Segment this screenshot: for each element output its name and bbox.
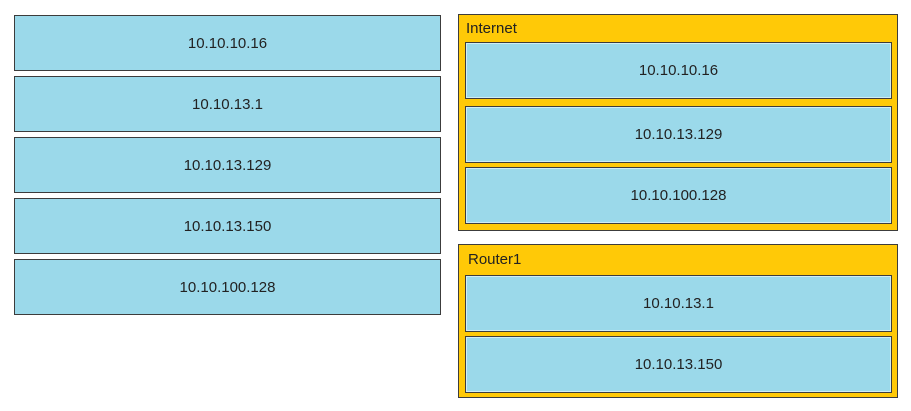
target-item-label: 10.10.100.128: [630, 187, 727, 204]
target-item-label: 10.10.13.129: [634, 126, 723, 143]
group-title: Router1: [468, 251, 522, 268]
target-item-label: 10.10.13.1: [643, 295, 714, 312]
source-item-10-10-13-1[interactable]: 10.10.13.1: [14, 76, 441, 132]
target-item-label: 10.10.13.150: [634, 356, 723, 373]
source-item-label: 10.10.13.129: [183, 156, 272, 174]
target-item-10-10-10-16[interactable]: 10.10.10.16: [465, 42, 892, 99]
group-title: Internet: [466, 20, 517, 37]
source-item-10-10-13-129[interactable]: 10.10.13.129: [14, 137, 441, 193]
source-item-10-10-13-150[interactable]: 10.10.13.150: [14, 198, 441, 254]
source-item-label: 10.10.13.150: [183, 217, 272, 235]
source-item-label: 10.10.100.128: [179, 278, 276, 296]
source-item-label: 10.10.13.1: [192, 95, 263, 113]
target-group-router1[interactable]: Router1 10.10.13.1 10.10.13.150: [458, 244, 898, 398]
target-item-10-10-13-1[interactable]: 10.10.13.1: [465, 275, 892, 332]
target-item-10-10-13-129[interactable]: 10.10.13.129: [465, 106, 892, 163]
target-item-10-10-100-128[interactable]: 10.10.100.128: [465, 167, 892, 224]
target-group-internet[interactable]: Internet 10.10.10.16 10.10.13.129 10.10.…: [458, 14, 898, 231]
target-item-label: 10.10.10.16: [638, 62, 719, 79]
source-item-10-10-100-128[interactable]: 10.10.100.128: [14, 259, 441, 315]
target-item-10-10-13-150[interactable]: 10.10.13.150: [465, 336, 892, 393]
source-item-10-10-10-16[interactable]: 10.10.10.16: [14, 15, 441, 71]
source-item-label: 10.10.10.16: [187, 34, 268, 52]
